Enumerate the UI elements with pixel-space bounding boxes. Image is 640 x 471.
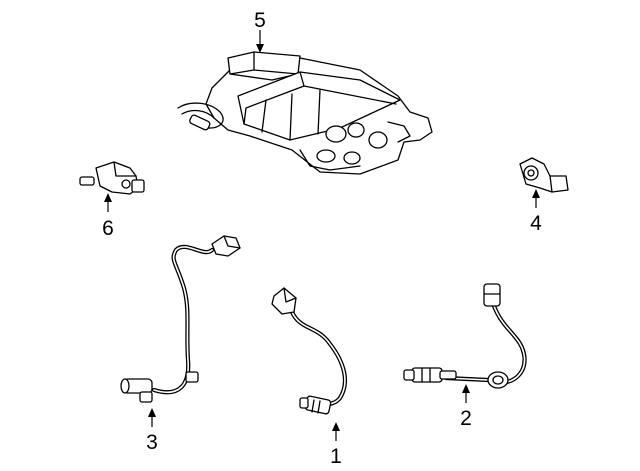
part-5-canister[interactable]	[177, 51, 433, 175]
callout-4: 4	[530, 212, 542, 235]
part-4-knock-sensor[interactable]	[519, 157, 569, 193]
part-3-sensor-harness[interactable]	[120, 235, 241, 403]
callout-1: 1	[330, 445, 342, 468]
part-2-oxygen-sensor[interactable]	[403, 283, 527, 389]
callout-leaders	[104, 30, 540, 441]
part-1-oxygen-sensor[interactable]	[271, 287, 348, 415]
part-6-valve[interactable]	[79, 161, 145, 195]
callout-6: 6	[102, 217, 114, 240]
callout-3: 3	[146, 431, 158, 454]
callout-5: 5	[254, 9, 266, 32]
callout-2: 2	[460, 407, 472, 430]
